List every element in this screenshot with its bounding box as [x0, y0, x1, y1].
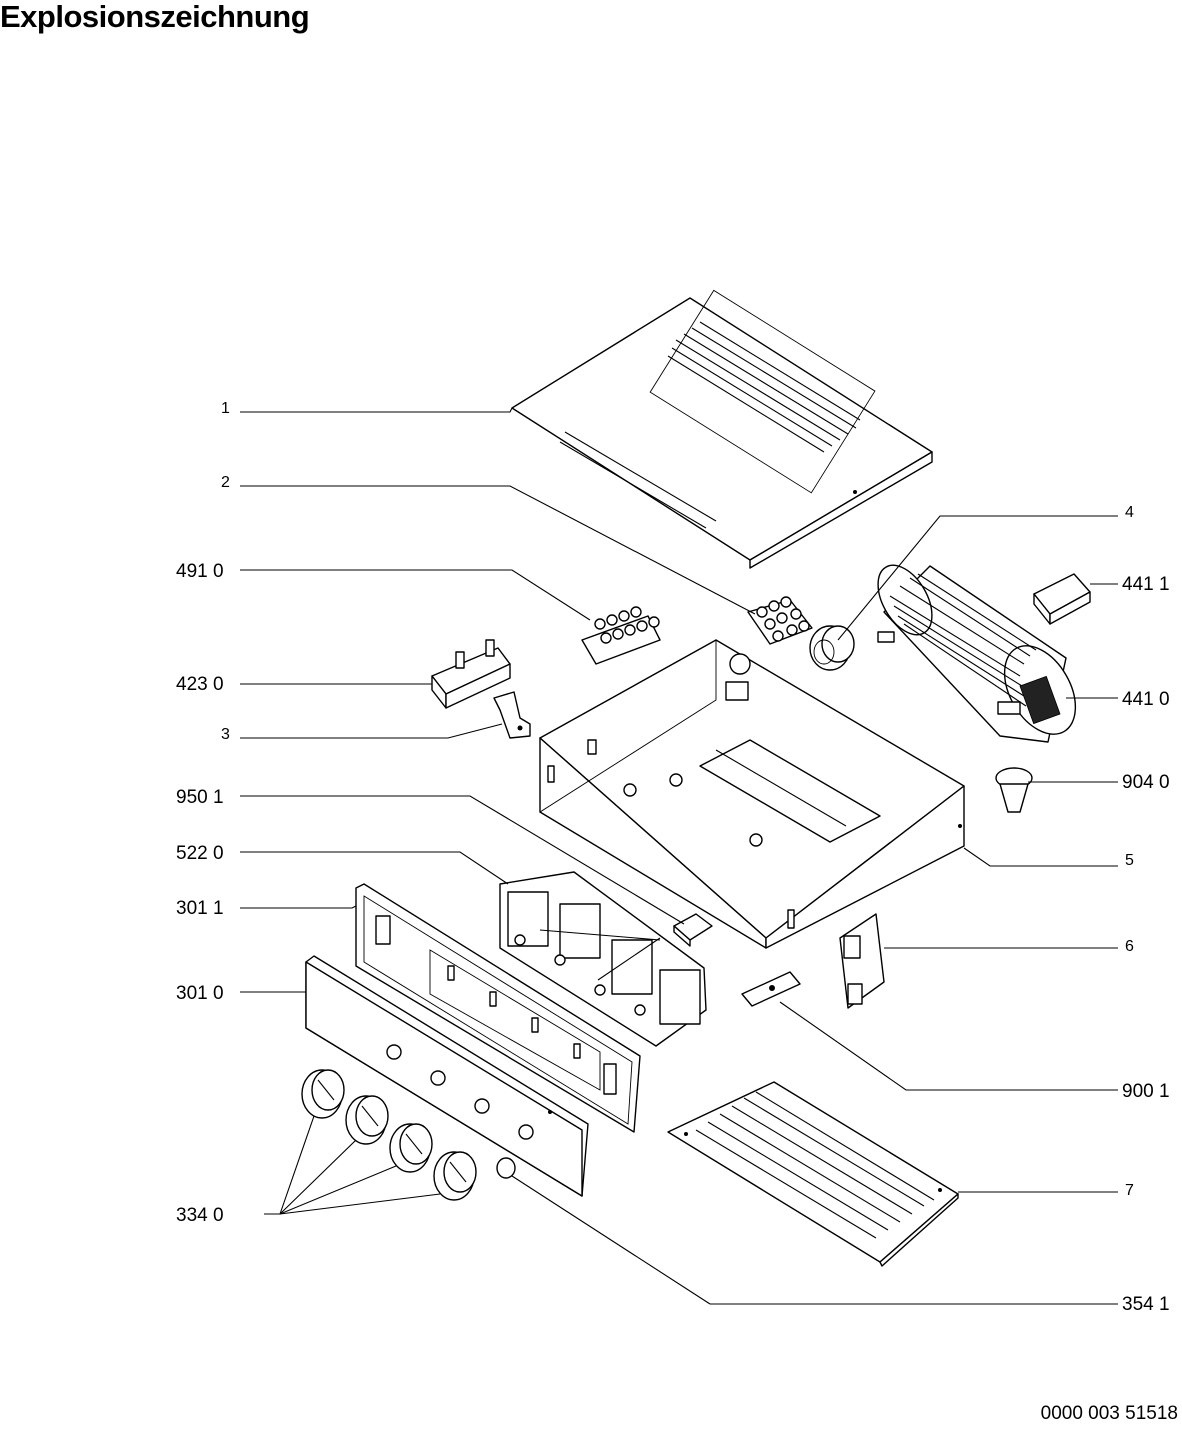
callout-301-0: 301 0	[176, 983, 224, 1004]
part-front-panel	[305, 955, 589, 1197]
callout-301-1: 301 1	[176, 898, 224, 919]
callout-441-0: 441 0	[1122, 689, 1170, 710]
part-900-1	[741, 971, 801, 1007]
callout-3: 3	[221, 726, 230, 743]
fan-blades	[889, 573, 1037, 707]
callout-4: 4	[1125, 504, 1134, 521]
part-relay	[431, 639, 511, 709]
part-foot	[995, 767, 1033, 813]
part-panel-frame	[355, 883, 641, 1133]
callout-950-1: 950 1	[176, 787, 224, 808]
bottom-plate-vent-slots	[695, 1091, 935, 1239]
knob-1	[301, 1069, 345, 1119]
callout-441-1: 441 1	[1122, 574, 1170, 595]
document-number: 0000 003 51518	[1040, 1403, 1178, 1424]
callout-423-0: 423 0	[176, 674, 224, 695]
knob-3	[389, 1123, 433, 1173]
top-cover-vent-slots	[667, 321, 861, 453]
callout-6: 6	[1125, 938, 1134, 955]
callout-354-1: 354 1	[1122, 1294, 1170, 1315]
part-terminal-block-491	[581, 606, 661, 665]
part-small-button	[496, 1157, 516, 1179]
part-bottom-plate	[667, 1081, 959, 1267]
callout-522-0: 522 0	[176, 843, 224, 864]
part-tangential-fan	[877, 564, 1077, 743]
callout-904-0: 904 0	[1122, 772, 1170, 793]
callout-900-1: 900 1	[1122, 1081, 1170, 1102]
callout-334-0: 334 0	[176, 1205, 224, 1226]
callout-7: 7	[1125, 1182, 1134, 1199]
callout-labels: 1 2 491 0 423 0 3 950 1 522 0 301 1 301 …	[176, 400, 1170, 1315]
callout-2: 2	[221, 474, 230, 491]
part-bracket	[493, 691, 531, 739]
part-950-1	[673, 913, 713, 947]
knob-4	[433, 1151, 477, 1201]
part-top-cover	[511, 289, 933, 569]
drawing-title: Explosionszeichnung	[0, 0, 310, 34]
knob-2	[345, 1095, 389, 1145]
part-knobs	[301, 1069, 477, 1201]
callout-491-0: 491 0	[176, 561, 224, 582]
part-terminal-block-2	[747, 596, 813, 645]
part-cable-gland	[809, 625, 855, 671]
part-fan-block	[1033, 573, 1091, 625]
callout-5: 5	[1125, 852, 1134, 869]
part-housing	[539, 639, 965, 949]
part-switch-assembly	[499, 871, 707, 1047]
callout-1: 1	[221, 400, 230, 417]
leader-lines	[240, 407, 1118, 1305]
part-hinge-plate	[839, 913, 885, 1009]
